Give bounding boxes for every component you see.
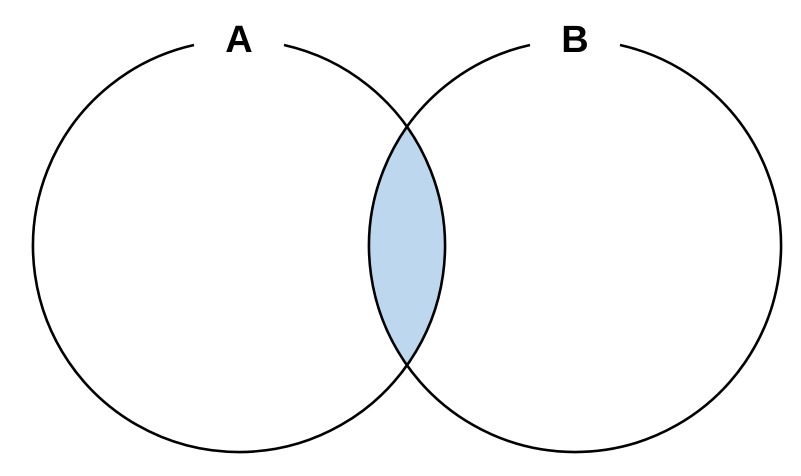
circle-a	[31, 43, 447, 454]
set-b-label: B	[561, 19, 588, 61]
set-a-label: A	[225, 19, 252, 61]
circle-b	[367, 43, 783, 454]
